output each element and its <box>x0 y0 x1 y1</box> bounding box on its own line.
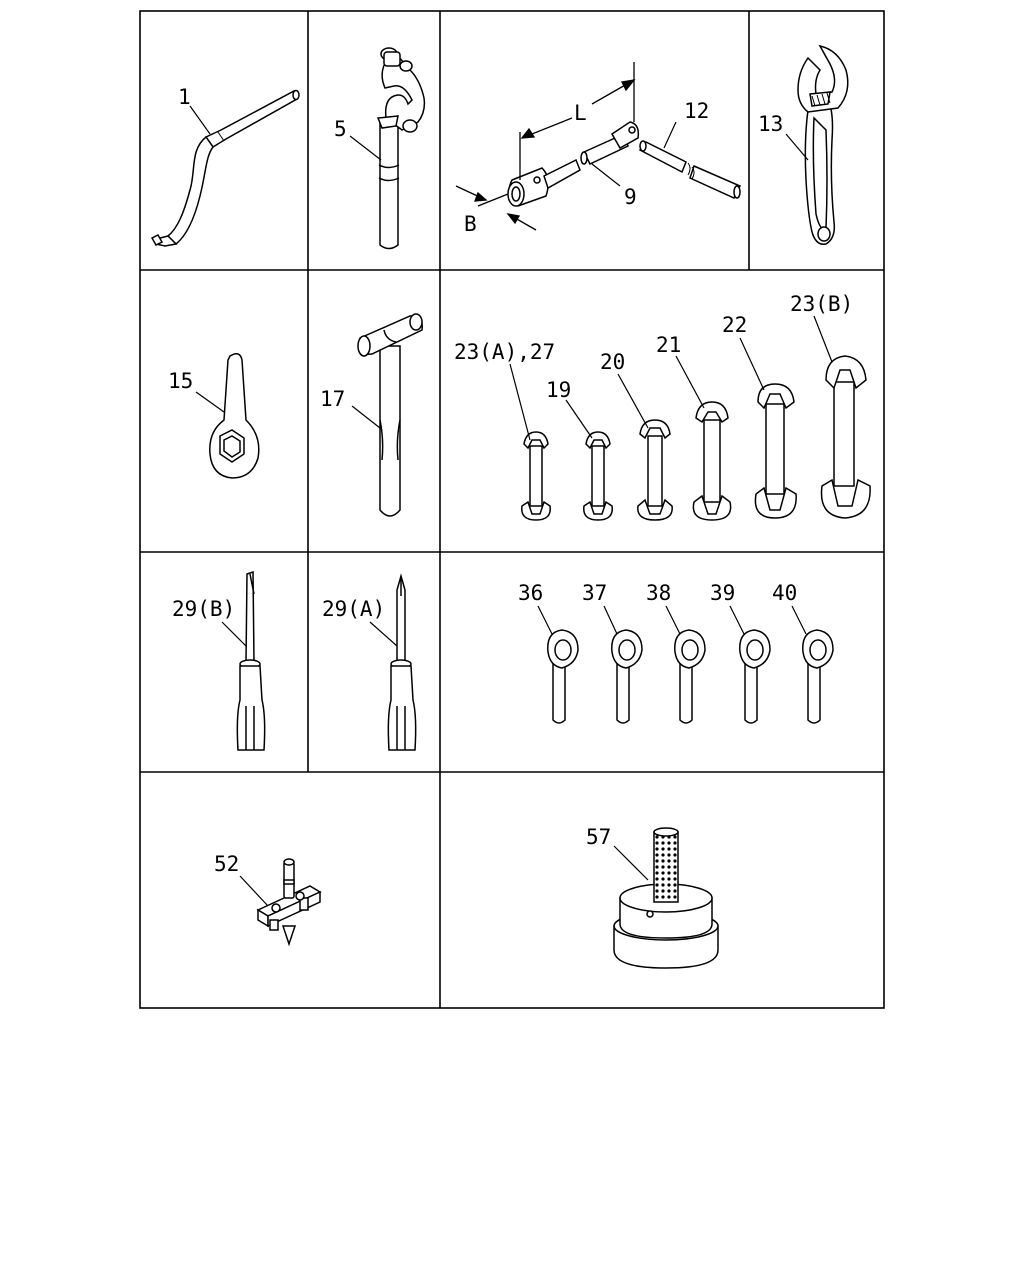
crank-handle-icon <box>150 89 300 247</box>
label-part-20: 20 <box>600 350 625 374</box>
wrench-21-icon <box>692 401 732 521</box>
label-part-52: 52 <box>214 852 239 876</box>
label-part-23a-27: 23(A),27 <box>454 340 555 364</box>
label-part-17: 17 <box>320 387 345 411</box>
label-part-12: 12 <box>684 99 709 123</box>
ring-wrench-36-icon <box>547 629 579 724</box>
label-part-36: 36 <box>518 581 543 605</box>
label-part-39: 39 <box>710 581 735 605</box>
label-part-40: 40 <box>772 581 797 605</box>
box-wrench-bar-icon <box>376 47 426 250</box>
wrench-20-icon <box>637 419 673 521</box>
ring-wrench-set <box>547 629 834 724</box>
flat-screwdriver-icon <box>236 570 266 751</box>
label-dimension-b: B <box>464 212 477 236</box>
label-part-5: 5 <box>334 117 347 141</box>
label-part-29a: 29(A) <box>322 597 385 621</box>
wrench-23a-27-icon <box>521 431 551 521</box>
wrench-23b-icon <box>820 355 871 519</box>
socket-extension-icon <box>507 121 742 207</box>
threaded-base-tool-icon <box>613 827 719 969</box>
label-part-23b: 23(B) <box>790 292 853 316</box>
label-part-38: 38 <box>646 581 671 605</box>
label-part-9: 9 <box>624 185 637 209</box>
label-part-22: 22 <box>722 313 747 337</box>
label-part-37: 37 <box>582 581 607 605</box>
label-part-15: 15 <box>168 369 193 393</box>
label-part-1: 1 <box>178 85 191 109</box>
ring-wrench-38-icon <box>674 629 706 724</box>
label-part-29b: 29(B) <box>172 597 235 621</box>
part-labels: 1 5 12 9 13 L B 15 17 23(A),27 19 20 21 … <box>168 85 853 876</box>
leader-lines <box>189 105 833 907</box>
label-part-13: 13 <box>758 112 783 136</box>
puller-plate-icon <box>256 858 322 947</box>
open-end-wrench-set <box>521 355 871 521</box>
phillips-screwdriver-icon <box>387 573 417 751</box>
label-part-21: 21 <box>656 333 681 357</box>
ring-wrench-39-icon <box>739 629 771 724</box>
hex-box-wrench-icon <box>209 353 260 479</box>
dimension-lines <box>455 62 636 231</box>
label-dimension-l: L <box>574 101 587 125</box>
ring-wrench-37-icon <box>611 629 643 724</box>
label-part-19: 19 <box>546 378 571 402</box>
hammer-icon <box>357 313 423 517</box>
wrench-19-icon <box>583 431 613 521</box>
wrench-22-icon <box>754 383 797 519</box>
adjustable-wrench-icon <box>797 44 849 245</box>
label-part-57: 57 <box>586 825 611 849</box>
ring-wrench-40-icon <box>802 629 834 724</box>
diagram-grid <box>139 10 885 1009</box>
